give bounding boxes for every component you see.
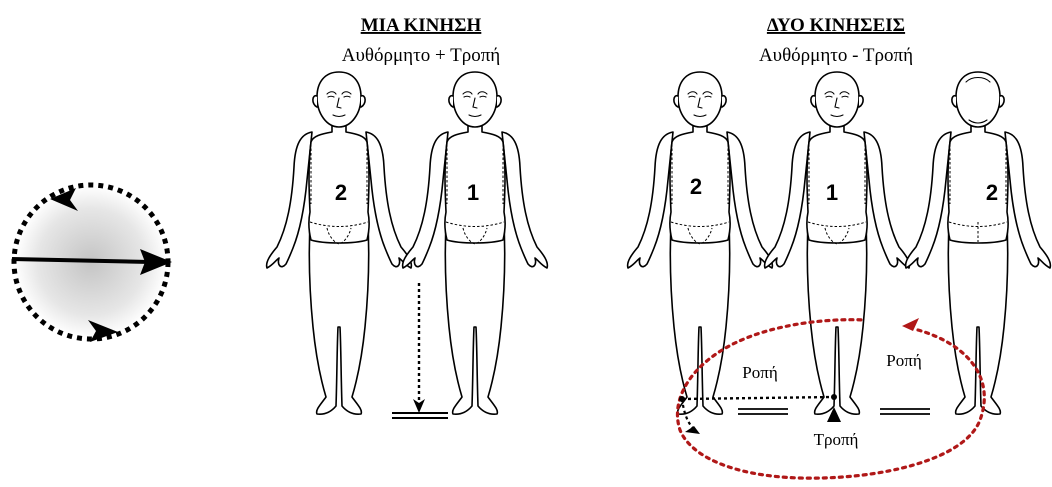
right-panel-title: ΔΥΟ ΚΙΝΗΣΕΙΣ (767, 15, 905, 36)
left-panel: ΜΙΑ ΚΙΝΗΣΗ Αυθόρμητο + Τροπή 2 1 (267, 15, 548, 418)
figure-2-left (267, 72, 412, 414)
figure-2-back-label: 2 (986, 180, 998, 205)
figure-1-label-right: 1 (826, 180, 838, 205)
right-panel: ΔΥΟ ΚΙΝΗΣΕΙΣ Αυθόρμητο - Τροπή 2 1 2 Ροπ… (628, 15, 1051, 478)
rotation-circle-icon (12, 185, 172, 342)
strain-label: Τροπή (814, 430, 859, 449)
torque-label-left: Ροπή (742, 363, 777, 382)
figure-2-label: 2 (335, 180, 347, 205)
right-panel-subtitle: Αυθόρμητο - Τροπή (759, 45, 913, 66)
figure-2-right-back (906, 72, 1051, 414)
strain-curl-arrow-icon (685, 426, 700, 434)
figure-1-label: 1 (467, 180, 479, 205)
left-panel-subtitle: Αυθόρμητο + Τροπή (342, 45, 500, 66)
left-panel-title: ΜΙΑ ΚΙΝΗΣΗ (361, 15, 482, 36)
figure-2-front-label: 2 (690, 174, 702, 199)
torque-loop-arrow-icon (902, 318, 919, 331)
figure-1-left (403, 72, 548, 414)
torque-label-right: Ροπή (886, 351, 921, 370)
strain-drop-arrow-icon (413, 399, 425, 413)
